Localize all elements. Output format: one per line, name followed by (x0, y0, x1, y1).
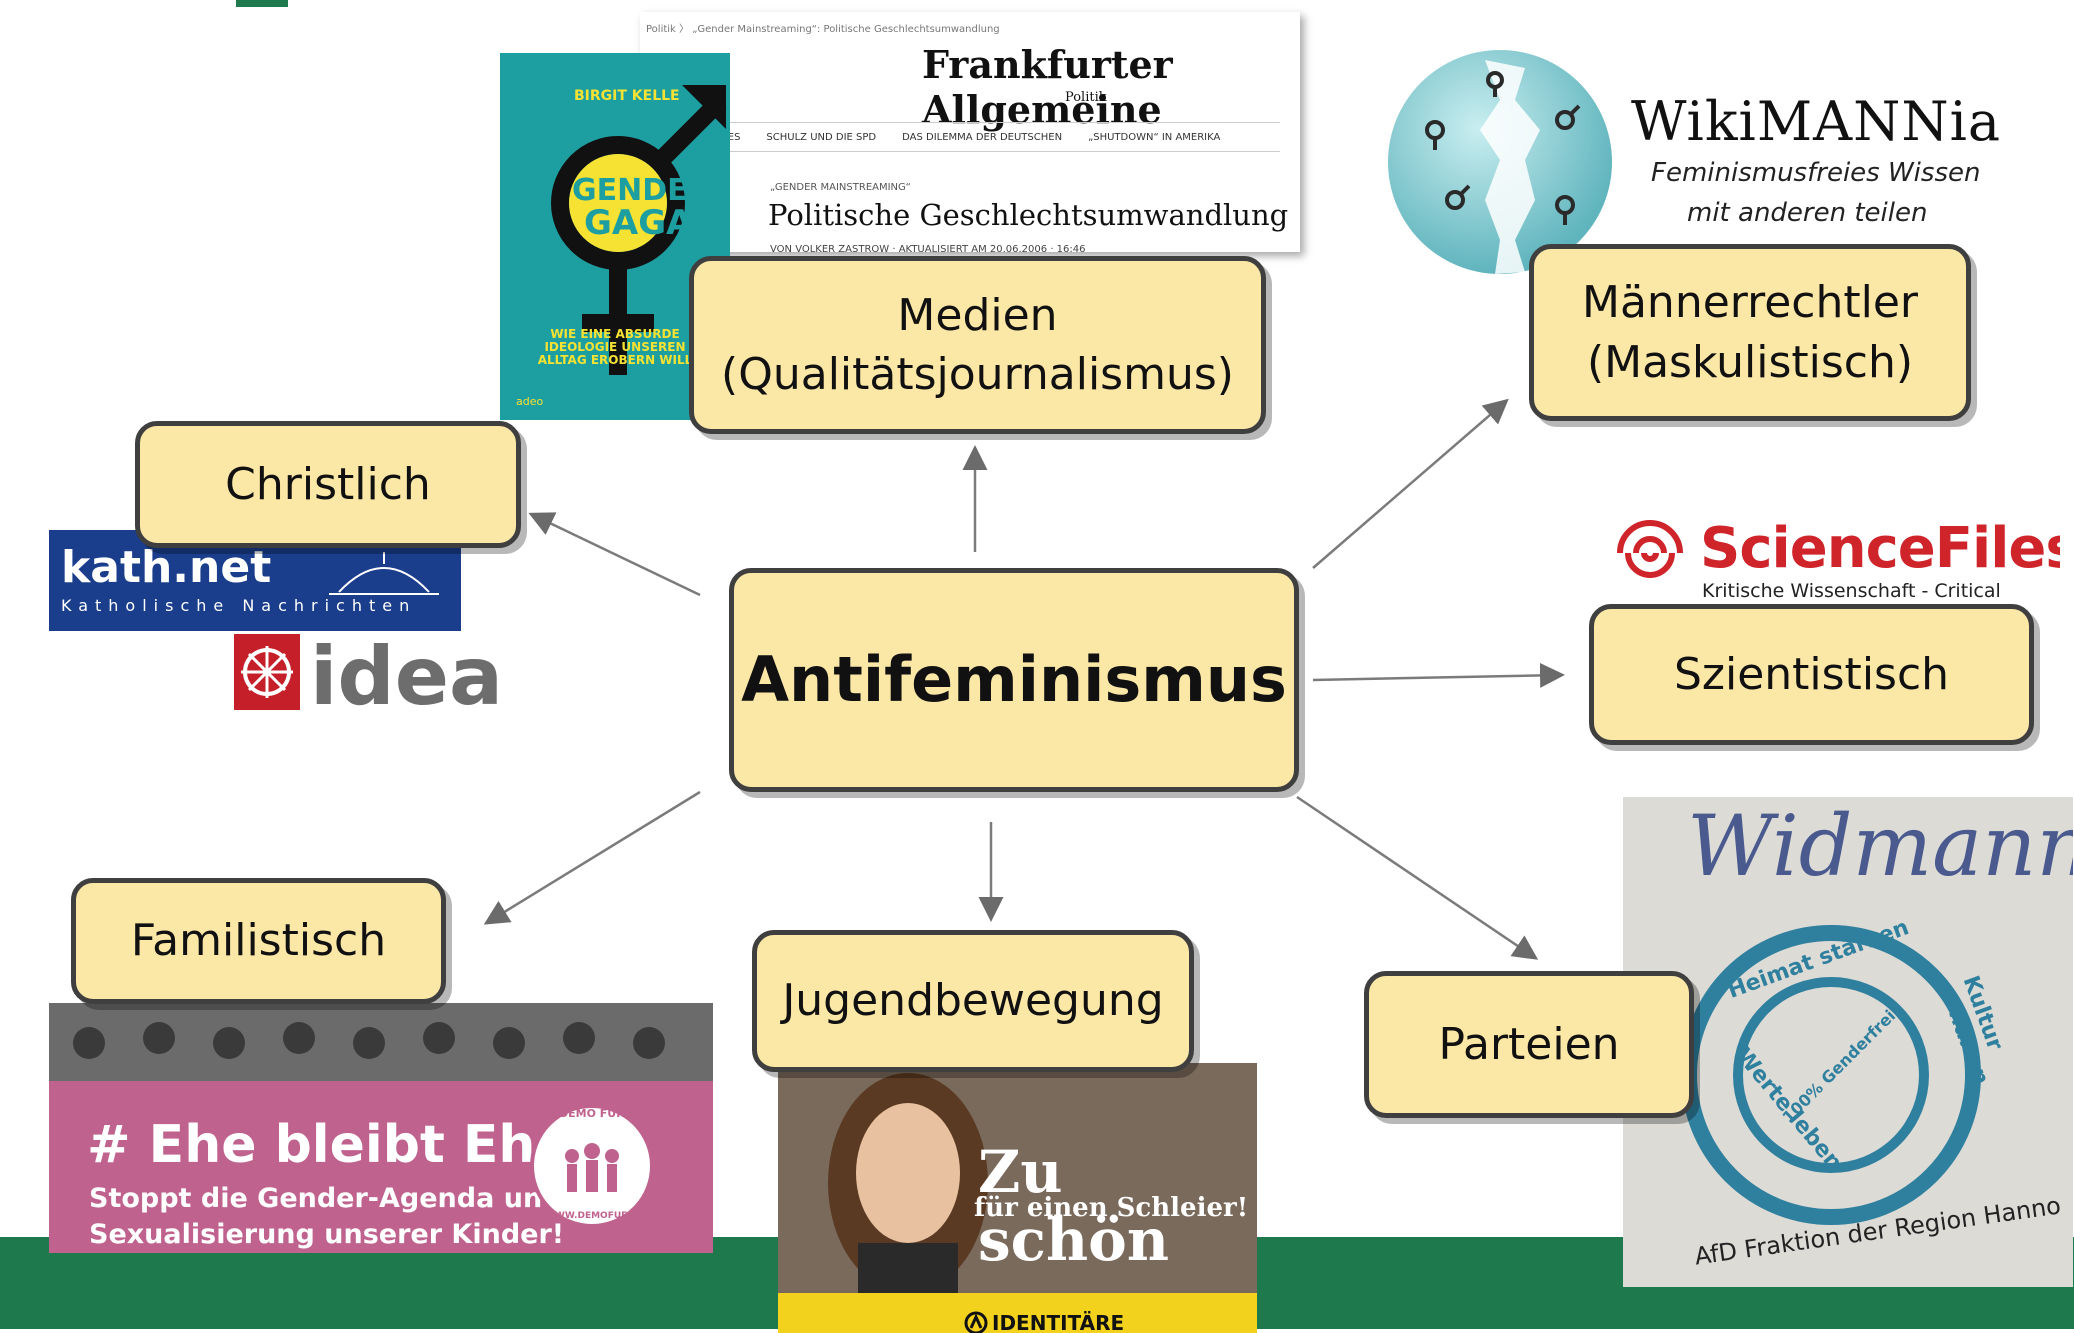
demo-badge-top: DEMO FÜR ALLE (559, 1107, 659, 1120)
faz-headline: Politische Geschlechtsumwandlung (768, 198, 1289, 232)
center-node-antifeminismus: Antifeminismus (729, 568, 1299, 792)
poster-headline-1: Zu schön (978, 1138, 1169, 1274)
idea-name: idea (310, 630, 503, 720)
book-author: BIRGIT KELLE (574, 88, 680, 104)
book-publisher: adeo (516, 395, 544, 408)
faz-nav-item: GES (720, 131, 741, 143)
faz-nav-item: SCHULZ UND DIE SPD (766, 131, 877, 143)
arrow-maenner (1312, 398, 1509, 569)
signature: Widmann (1687, 797, 2073, 895)
node-medien-line1: Medien (897, 289, 1058, 341)
node-jugendbewegung: Jugendbewegung (752, 930, 1194, 1072)
kathnet-sub: Katholische Nachrichten (61, 596, 417, 615)
stamp-inner-ring (1733, 977, 1929, 1173)
faz-article-screenshot: Politik 〉 „Gender Mainstreaming“: Politi… (640, 12, 1300, 252)
demo-badge-icon (530, 1104, 654, 1228)
node-familistisch: Familistisch (71, 878, 446, 1004)
faz-nav-item: DAS DILEMMA DER DEUTSCHEN (902, 131, 1063, 143)
green-corner-strip (236, 0, 288, 7)
arrow-parteien (1296, 795, 1539, 960)
demo-banner-line2: Stoppt die Gender-Agenda und (89, 1183, 562, 1214)
faz-nav-item: „SHUTDOWN“ IN AMERIKA (1088, 131, 1221, 143)
arrow-szientistisch (1312, 662, 1565, 688)
spiral-icon (1617, 520, 1683, 578)
node-maenner-line1: Männerrechtler (1582, 277, 1918, 329)
poster-brand: IDENTITÄRE BEWEGUNG (992, 1311, 1125, 1333)
node-medien-line2: (Qualitätsjournalismus) (721, 349, 1234, 400)
node-maenner-line2: (Maskulistisch) (1586, 336, 1914, 388)
idea-emblem-icon (234, 634, 300, 710)
book-tagline: WIE EINE ABSURDE IDEOLOGIE UNSEREN ALLTA… (537, 327, 693, 367)
church-dome-icon (329, 552, 439, 595)
idea-logo: idea (230, 630, 530, 720)
book-title-line1: GENDER (572, 173, 711, 208)
identitaere-bewegung-poster: Zu schön für einen Schleier! IDENTITÄRE … (778, 1063, 1257, 1333)
demo-fuer-alle-photo: # Ehe bleibt Ehe! Stoppt die Gender-Agen… (49, 1003, 713, 1253)
sciencefiles-logo: ScienceFiles Kritische Wissenschaft - Cr… (1610, 508, 2060, 603)
arrow-familistisch (483, 790, 701, 925)
faz-byline: VON VOLKER ZASTROW · AKTUALISIERT AM 20.… (770, 244, 1086, 252)
node-christlich: Christlich (135, 421, 521, 548)
puzzle-globe-icon (1388, 50, 1612, 274)
demo-badge-bottom: WWW.DEMOFUERALLE.DE (545, 1211, 676, 1221)
wikimannia-tagline-2: mit anderen teilen (1687, 198, 1928, 228)
wikimannia-name: WikiMANNia (1631, 90, 2002, 153)
poster-headline-2: für einen Schleier! (974, 1193, 1249, 1223)
sciencefiles-tagline: Kritische Wissenschaft - Critical Scienc… (1702, 580, 2001, 603)
woman-portrait-icon (828, 1073, 988, 1303)
kathnet-name: kath.net (61, 542, 272, 593)
node-maennerrechtler: Männerrechtler (Maskulistisch) (1529, 244, 1971, 421)
faz-section: Politik (1065, 90, 1107, 105)
wikimannia-logo: WikiMANNia Feminismusfreies Wissen mit a… (1375, 40, 2025, 285)
arrow-christlich (528, 512, 701, 597)
node-szientistisch: Szientistisch (1589, 604, 2034, 745)
faz-logo: Frankfurter Allgemeine (922, 42, 1173, 132)
poster-yellow-bar (778, 1293, 1257, 1333)
sciencefiles-name: ScienceFiles (1700, 516, 2060, 581)
faz-nav: GES SCHULZ UND DIE SPD DAS DILEMMA DER D… (720, 122, 1280, 152)
faz-kicker: „GENDER MAINSTREAMING“ (770, 182, 911, 193)
node-medien: Medien (Qualitätsjournalismus) (689, 256, 1266, 434)
book-title-line2: GAGA (584, 203, 693, 243)
demo-banner-line1: # Ehe bleibt Ehe! (87, 1115, 595, 1175)
crowd-icon (73, 1022, 665, 1059)
gender-symbol-icon (551, 85, 727, 375)
lambda-icon (964, 1311, 988, 1333)
wikimannia-tagline-1: Feminismusfreies Wissen (1651, 158, 1981, 188)
demo-banner-line3: Sexualisierung unserer Kinder! (89, 1219, 565, 1250)
node-parteien: Parteien (1364, 971, 1694, 1118)
faz-breadcrumb: Politik 〉 „Gender Mainstreaming“: Politi… (646, 24, 1000, 35)
